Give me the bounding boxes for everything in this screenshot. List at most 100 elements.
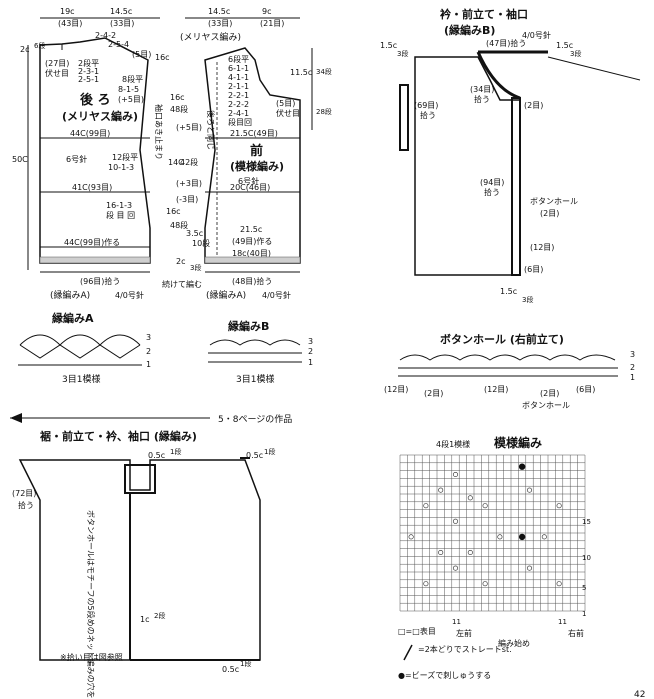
buttonhole-diagram: ボタンホール (右前立て) (12目) (2目) (12目) (2目) (6目)… — [384, 332, 635, 410]
collar-p34: (34目) — [470, 85, 494, 94]
pattern-right-front: 右前 — [568, 628, 584, 638]
bh-mark-2: (12目) — [484, 385, 508, 394]
yarn-over-symbol — [423, 503, 429, 509]
pattern-row-5: 5 — [582, 584, 586, 592]
pattern-legend3: ●=ビーズで刺しゅうする — [398, 670, 491, 680]
front-subtitle: (模様編み) — [230, 159, 284, 173]
pattern-legend1: □=□表目 — [398, 626, 436, 636]
front-w49: (49目)作る — [232, 236, 272, 246]
bh-row-1: 1 — [630, 373, 635, 382]
pattern-grid — [399, 454, 586, 612]
bottom-bot-d: 1段 — [240, 659, 251, 668]
back-needle6: 6号針 — [66, 154, 87, 164]
collar-p94: (94目) — [480, 178, 504, 187]
pattern-row-15: 15 — [582, 518, 591, 526]
yarn-over-symbol — [438, 549, 444, 555]
front-piece: 14.5c (33目) 9c (21目) (メリヤス編み) 6段平 6-1-1 … — [154, 7, 332, 301]
front-right-h: 11.5c — [290, 68, 312, 77]
back-piece: 19c (43目) 14.5c (33目) 2c 6段 (27目) 伏せ目 2-… — [12, 7, 160, 301]
back-title: 後 ろ — [80, 92, 111, 108]
back-shoulder-0: 8段平 — [122, 74, 143, 84]
front-w21: 21.5C(49目) — [230, 129, 278, 138]
back-bottom-w: 44C(99目)作る — [64, 237, 120, 247]
front-h35d: 10段 — [192, 238, 210, 248]
collar-bottom-h: 1.5c — [500, 287, 517, 296]
front-h48: 48段 — [170, 104, 188, 114]
bottom-title: 裾・前立て・衿、袖口 (縁編み) — [40, 429, 197, 443]
front-needle6: 6号針 — [238, 176, 259, 186]
back-neck-seq-3: 2段平 — [78, 58, 99, 68]
pattern-chart: 模様編み 4段1模様 15 10 5 1 11 11 □=□表目 左前 編み始め… — [398, 435, 591, 680]
yarn-over-symbol — [556, 503, 562, 509]
front-neck-1: 6-1-1 — [228, 64, 249, 73]
collar-title: 衿・前立て・袖口 — [440, 7, 528, 21]
back-neck-rows: 2c — [20, 45, 30, 54]
front-needle4: 4/0号針 — [262, 290, 291, 300]
collar-left-d: 3段 — [397, 49, 408, 58]
back-top-mid-w: 14.5c — [110, 7, 132, 16]
collar-mark-2: (6目) — [524, 265, 543, 274]
bh-row-3: 3 — [630, 350, 635, 359]
bh-mark-0: (12目) — [384, 385, 408, 394]
edging-a-row-3: 3 — [146, 333, 151, 342]
front-edge: (縁編みA) — [206, 289, 246, 301]
front-neck-6: 2-4-1 — [228, 109, 249, 118]
yarn-over-symbol — [497, 534, 503, 540]
edging-a-title: 縁編みA — [52, 311, 94, 325]
front-neck-2: 4-1-1 — [228, 73, 249, 82]
bh-mark-4: (6目) — [576, 385, 595, 394]
front-inc-0: (+5目) — [176, 123, 202, 132]
bottom-bh-note: ボタンホールはモチーフの5段めのネット編みの穴を利用する — [86, 510, 96, 699]
front-w20: 20C(46目) — [230, 183, 270, 192]
yarn-over-symbol — [556, 581, 562, 587]
yarn-over-symbol — [452, 471, 458, 477]
front-top-mid-w: 14.5c — [208, 7, 230, 16]
yarn-over-symbol — [438, 487, 444, 493]
pattern-row-10: 10 — [582, 554, 591, 562]
collar-p69b: 拾う — [420, 110, 436, 120]
yarn-over-symbol — [467, 495, 473, 501]
bh-mark-3: (2目) — [540, 389, 559, 398]
back-top-left-w: 19c — [60, 7, 75, 16]
front-h16b: 16c — [170, 93, 185, 102]
pattern-col-mark-1: 11 — [558, 618, 567, 626]
section-divider: 5・8ページの作品 — [10, 413, 292, 425]
front-outline — [204, 47, 301, 264]
front-sleeve-open: 袖口あき止まり — [154, 104, 164, 160]
yarn-over-symbol — [541, 534, 547, 540]
back-neck-flat: (27目) — [45, 59, 69, 68]
back-neck-seq-5: 2-5-1 — [78, 75, 99, 84]
bh-label: ボタンホール — [522, 401, 570, 410]
bottom-top2-d: 1段 — [264, 447, 275, 456]
back-top-left-st: (43目) — [58, 19, 82, 28]
yarn-over-symbol — [423, 581, 429, 587]
edging-b-row-1: 1 — [308, 358, 313, 367]
buttonhole-title: ボタンホール (右前立て) — [440, 332, 564, 346]
collar-right-d: 3段 — [570, 49, 581, 58]
collar-p34b: 拾う — [474, 94, 490, 104]
back-subtitle: (メリヤス編み) — [62, 109, 138, 123]
yarn-over-symbol — [452, 565, 458, 571]
pattern-title: 模様編み — [494, 435, 542, 450]
back-w44: 44C(99目) — [70, 129, 110, 138]
bottom-mid-h: 1c — [140, 615, 150, 624]
back-neck-seq-4: 2-3-1 — [78, 67, 99, 76]
collar-p47: (47目)拾う — [486, 38, 526, 48]
front-neck-7: 段目回 — [228, 117, 252, 127]
front-stop: (5目) — [276, 99, 295, 108]
front-inc-2: (-3目) — [176, 195, 198, 204]
yarn-over-symbol — [408, 534, 414, 540]
front-h42: 42段 — [180, 157, 198, 167]
bottom-note: ※拾い目は図参照 — [60, 652, 123, 662]
edging-b-rep: 3目1模様 — [236, 373, 274, 385]
back-w41: 41C(93目) — [72, 183, 112, 192]
bh-row-2: 2 — [630, 363, 635, 372]
bead-symbol — [518, 463, 526, 470]
front-h16: 16c — [155, 53, 170, 62]
bottom-p72b: 拾う — [18, 500, 34, 510]
pattern-row-1: 1 — [582, 610, 586, 618]
yarn-over-symbol — [526, 565, 532, 571]
bottom-top-d: 1段 — [170, 447, 181, 456]
back-dec-0: 12段平 — [112, 152, 138, 162]
